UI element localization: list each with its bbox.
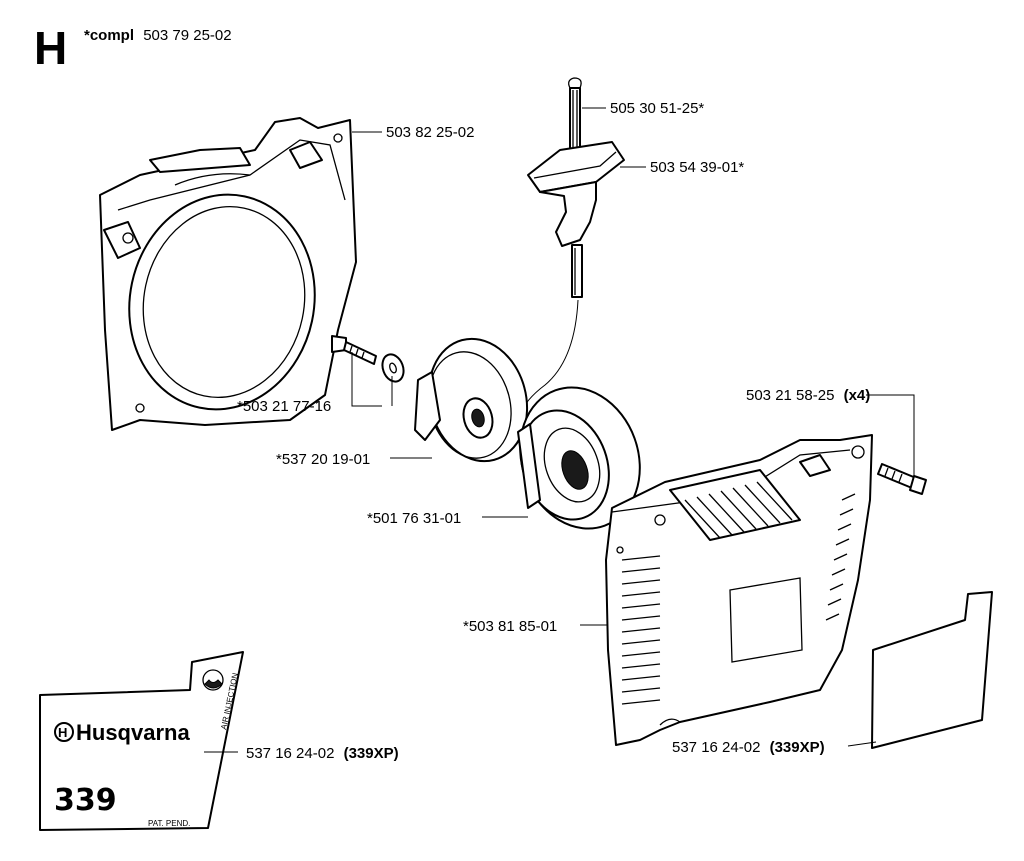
top-vents (684, 481, 793, 539)
leader-lines (204, 107, 915, 753)
assembly-title: *compl 503 79 25-02 (84, 27, 232, 44)
svg-text:H: H (58, 725, 67, 740)
pulley-part (414, 337, 529, 463)
fan-cover-part (99, 117, 357, 431)
husqvarna-logo-icon: H (54, 722, 74, 742)
decal-note: PAT. PEND. (148, 819, 190, 828)
assembly-prefix: *compl (84, 27, 134, 44)
callout-starter-rope: 505 30 51-25* (610, 100, 704, 117)
callout-starter-handle: 503 54 39-01* (650, 159, 744, 176)
side-vents (825, 493, 856, 621)
assembly-number: 503 79 25-02 (143, 27, 231, 44)
callout-starter-housing: *503 81 85-01 (463, 618, 557, 635)
callout-recoil-spring: *501 76 31-01 (367, 510, 461, 527)
callout-cover: 503 82 25-02 (386, 124, 474, 141)
callout-screw-x4-qty: (x4) (844, 387, 871, 404)
callout-decal-right-model: (339XP) (770, 739, 825, 756)
callout-decal-left-model: (339XP) (344, 745, 399, 762)
recoil-spring-part (517, 386, 641, 530)
housing-screw-part (877, 463, 927, 495)
callout-decal-left-number: 537 16 24-02 (246, 745, 334, 762)
decal-brand: Husqvarna (76, 720, 190, 745)
callout-screw-x4: 503 21 58-25 (x4) (746, 387, 870, 404)
starter-housing-part (605, 434, 873, 746)
decal-right-part (871, 591, 993, 749)
callout-pulley: *537 20 19-01 (276, 451, 370, 468)
callout-decal-right-number: 537 16 24-02 (672, 739, 760, 756)
callout-screw-washer: *503 21 77-16 (237, 398, 331, 415)
decal-left-part: AIR INJECTION H Husqvarna 339 PAT. PEND. (39, 651, 244, 831)
decal-model: 339 (54, 783, 117, 818)
section-letter: H (34, 22, 67, 74)
callout-screw-x4-number: 503 21 58-25 (746, 387, 834, 404)
screw-washer-part (331, 335, 405, 383)
callout-decal-left: 537 16 24-02 (339XP) (246, 745, 399, 762)
callout-decal-right: 537 16 24-02 (339XP) (672, 739, 825, 756)
starter-handle-part (527, 141, 625, 298)
front-vents (621, 555, 661, 705)
